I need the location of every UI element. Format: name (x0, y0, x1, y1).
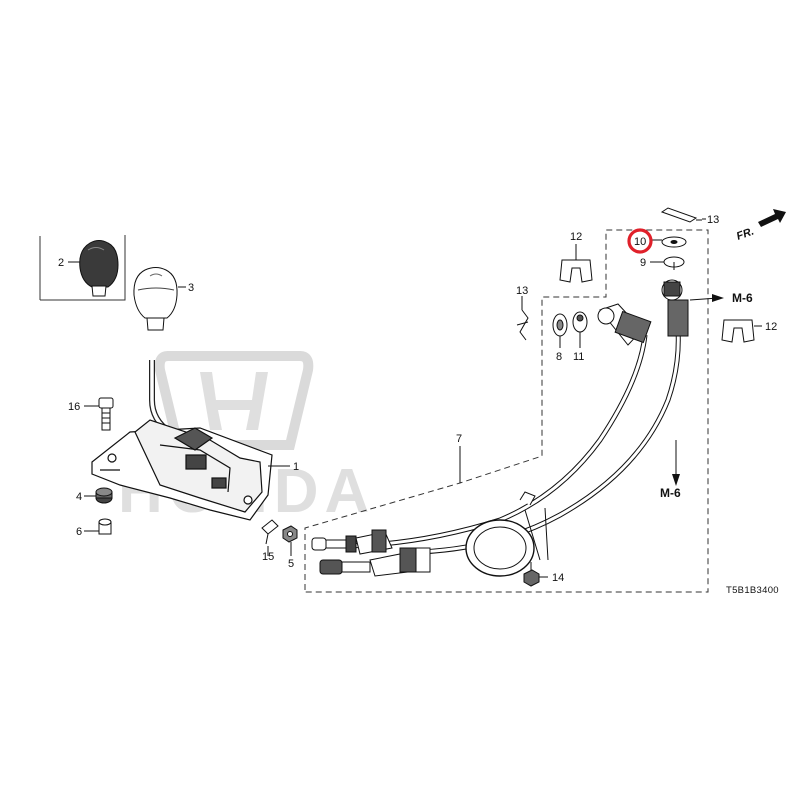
front-indicator-label: FR. (735, 225, 756, 242)
shift-cables-7 (343, 329, 681, 577)
label-9: 9 (640, 257, 646, 269)
label-3: 3 (188, 282, 194, 294)
diagram-code: T5B1B3400 (726, 585, 779, 596)
clip-13-left (516, 309, 529, 341)
cable-end-left-upper (311, 529, 393, 555)
label-7: 7 (456, 433, 462, 445)
nut-14 (523, 562, 540, 587)
label-8: 8 (556, 351, 562, 363)
cable-end-right-a (597, 303, 652, 346)
clip-12-right (721, 319, 755, 343)
label-1: 1 (293, 461, 299, 473)
label-15: 15 (262, 551, 274, 563)
bolt-16 (98, 397, 114, 431)
m6-lower-arrow (672, 474, 680, 486)
label-2: 2 (58, 257, 64, 269)
front-arrow-icon (758, 209, 786, 227)
washer-10 (661, 236, 687, 248)
collar-6 (98, 518, 112, 535)
label-5: 5 (288, 558, 294, 570)
label-13-left: 13 (516, 285, 528, 297)
label-12-right: 12 (765, 321, 777, 333)
shift-knob-2 (79, 240, 119, 297)
label-16: 16 (68, 401, 80, 413)
bushing-11 (572, 311, 588, 333)
ref-m6-upper: M-6 (732, 291, 753, 305)
label-12-upper: 12 (570, 231, 582, 243)
clip-15 (261, 519, 279, 545)
label-11: 11 (573, 351, 584, 363)
clip-12-upper (559, 259, 593, 283)
m6-upper-arrow (712, 294, 724, 302)
cable-end-right-b (661, 279, 689, 337)
cable-end-left-lower (319, 547, 431, 577)
bushing-4 (95, 487, 113, 504)
nut-5 (282, 525, 298, 543)
label-10: 10 (634, 236, 646, 248)
ref-m6-lower: M-6 (660, 486, 681, 500)
highlight-ring-part-10 (627, 228, 653, 254)
pin-13-upper (660, 207, 702, 223)
leader-lines (68, 218, 762, 578)
label-6: 6 (76, 526, 82, 538)
label-4: 4 (76, 491, 82, 503)
knob-bracket (39, 235, 126, 301)
grommet-8 (552, 313, 568, 337)
shift-lever-assembly-1 (91, 360, 273, 521)
part-labels: 2 3 1 16 4 6 15 5 7 12 13 8 11 10 9 13 1… (58, 214, 777, 584)
label-14: 14 (552, 572, 564, 584)
label-13-upper: 13 (707, 214, 719, 226)
washer-9 (663, 256, 685, 270)
cable-assembly-boundary (304, 229, 709, 593)
shift-knob-3 (133, 267, 178, 331)
